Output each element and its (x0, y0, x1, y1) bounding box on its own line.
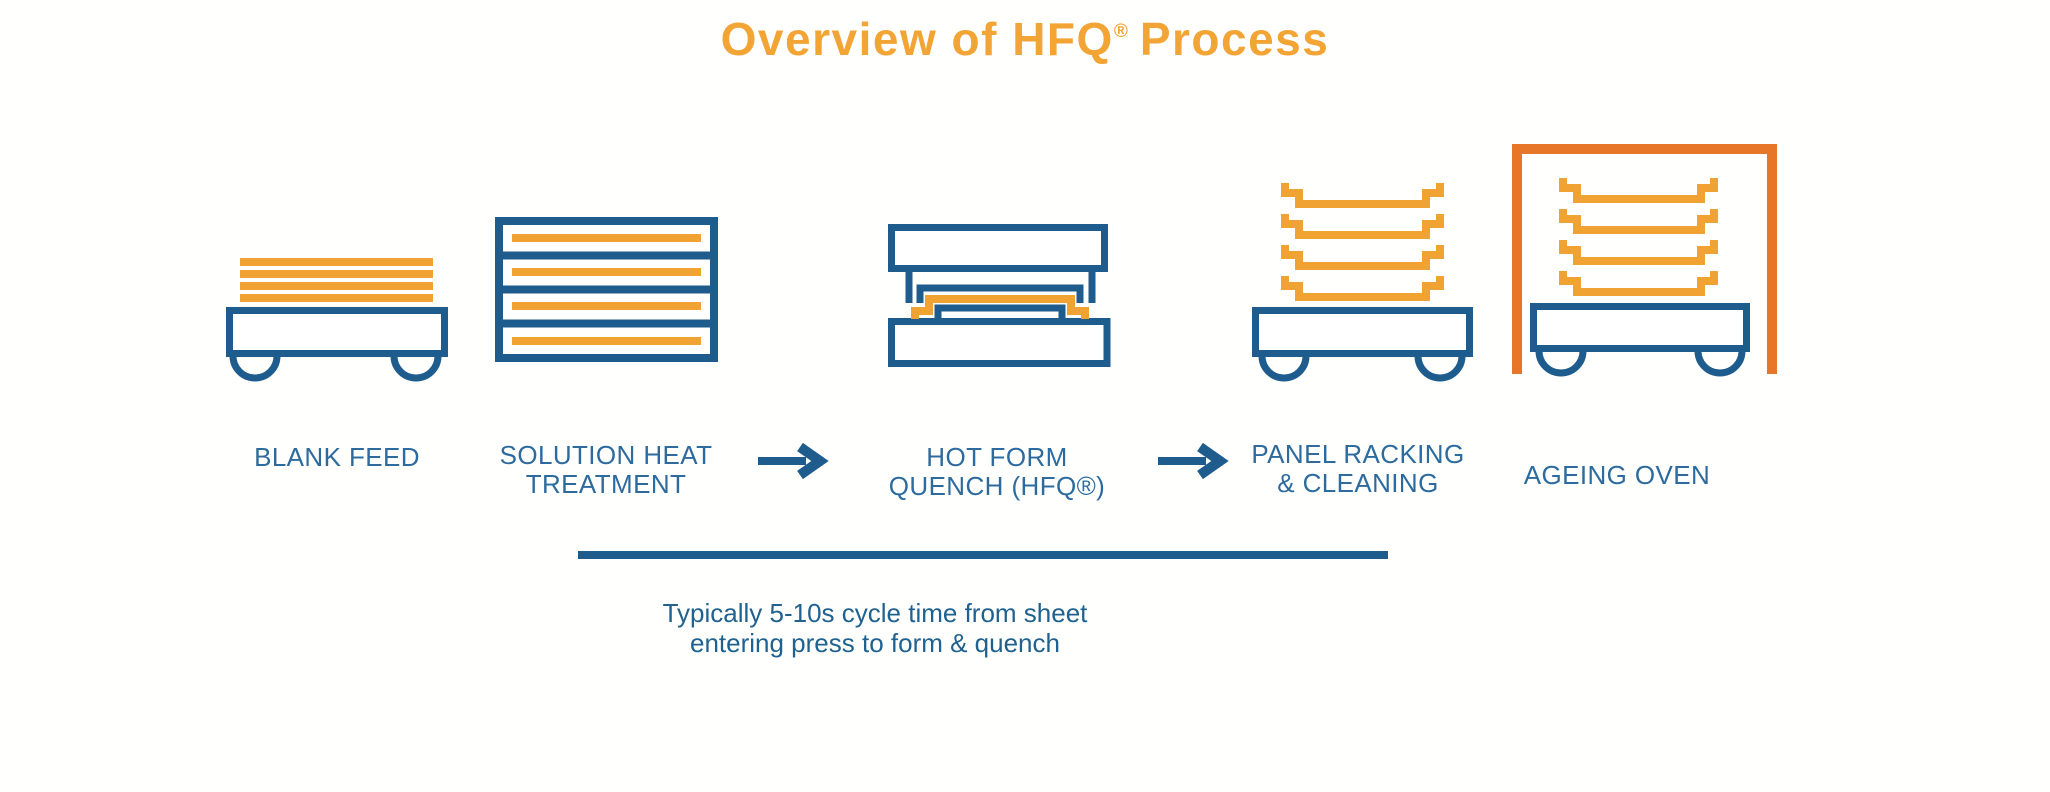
cart-wheel-right (390, 355, 442, 382)
press-with-formed-sheet-icon (888, 224, 1111, 367)
registered-trademark-symbol: ® (1113, 21, 1128, 42)
stage-label-line: QUENCH (HFQ®) (888, 471, 1106, 501)
furnace-sheets (512, 234, 701, 345)
cart-wheel-left (1258, 355, 1310, 382)
cart-wheel-right (1694, 350, 1746, 377)
stage-label-line: BLANK FEED (254, 442, 420, 472)
stage-label-hot-form-quench: HOT FORM QUENCH (HFQ®) (837, 443, 1157, 501)
stage-label-line: AGEING OVEN (1523, 460, 1711, 490)
cart-with-sheet-stack-icon (226, 258, 448, 382)
stage-label-line: SOLUTION HEAT (499, 440, 713, 470)
oven-enclosure-with-cart-icon (1512, 144, 1777, 377)
stage-label-solution-heat-treatment: SOLUTION HEAT TREATMENT (446, 441, 766, 499)
press-lower-die (934, 304, 1066, 318)
right-arrow-icon (1158, 442, 1229, 480)
cycle-time-caption: Typically 5-10s cycle time from sheet en… (475, 598, 1275, 658)
panel-stack (1559, 178, 1718, 296)
stage-label-line: & CLEANING (1277, 468, 1439, 498)
formed-sheet (911, 295, 1089, 319)
stage-label-line: TREATMENT (525, 469, 687, 499)
stage-label-ageing-oven: AGEING OVEN (1457, 461, 1777, 490)
cart-wheel-left (229, 355, 281, 382)
stage-label-line: HOT FORM (926, 442, 1068, 472)
right-arrow-icon (758, 442, 829, 480)
sheet-stack (240, 258, 433, 302)
furnace-shelves-icon (495, 217, 718, 362)
stage-label-panel-racking-cleaning: PANEL RACKING & CLEANING (1198, 440, 1518, 498)
press-upper-die (905, 272, 1096, 303)
page-title: Overview of HFQ® Process (0, 12, 2050, 66)
cart-body (1530, 303, 1750, 352)
panel-stack (1281, 183, 1444, 301)
title-text-suffix: Process (1139, 13, 1330, 65)
cart-wheel-left (1535, 350, 1587, 377)
cart-body (1252, 307, 1473, 357)
cart-with-stacked-panels-icon (1252, 183, 1473, 382)
press-lower-platen (888, 318, 1111, 367)
oven-enclosure (1512, 144, 1777, 374)
caption-line: Typically 5-10s cycle time from sheet (662, 598, 1088, 628)
cycle-time-bracket-line (578, 551, 1388, 559)
cart-body (226, 307, 448, 357)
furnace-shelf-dividers (499, 251, 714, 328)
stage-label-line: PANEL RACKING (1251, 439, 1465, 469)
press-upper-platen (888, 224, 1108, 272)
caption-line: entering press to form & quench (690, 628, 1060, 658)
title-text: Overview of HFQ (720, 13, 1114, 65)
cart-wheel-right (1414, 355, 1466, 382)
stage-label-blank-feed: BLANK FEED (177, 443, 497, 472)
